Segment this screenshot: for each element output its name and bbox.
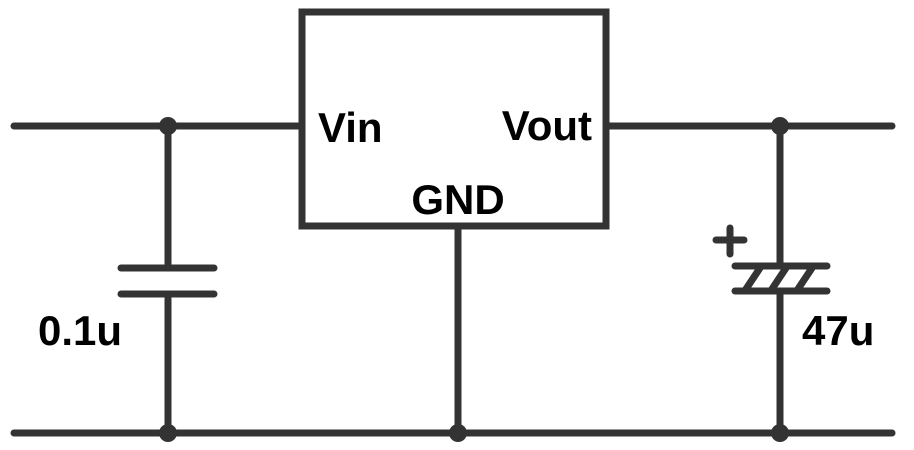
output-cap-value: 47u — [802, 307, 874, 354]
hatch-line — [768, 264, 790, 293]
junction-dot — [159, 424, 177, 442]
output-capacitor — [731, 262, 831, 295]
hatch-line — [794, 264, 816, 293]
wires — [10, 122, 896, 437]
input-cap-value: 0.1u — [38, 307, 122, 354]
junction-dot — [771, 117, 789, 135]
plus-icon — [712, 224, 748, 258]
vout-label: Vout — [502, 102, 592, 149]
regulator-box — [298, 8, 610, 230]
junction-dots — [159, 117, 789, 442]
vin-label: Vin — [318, 104, 383, 151]
input-capacitor — [117, 264, 218, 298]
hatch-line — [742, 264, 764, 293]
junction-dot — [771, 424, 789, 442]
junction-dot — [159, 117, 177, 135]
gnd-label: GND — [411, 176, 504, 223]
junction-dot — [449, 424, 467, 442]
